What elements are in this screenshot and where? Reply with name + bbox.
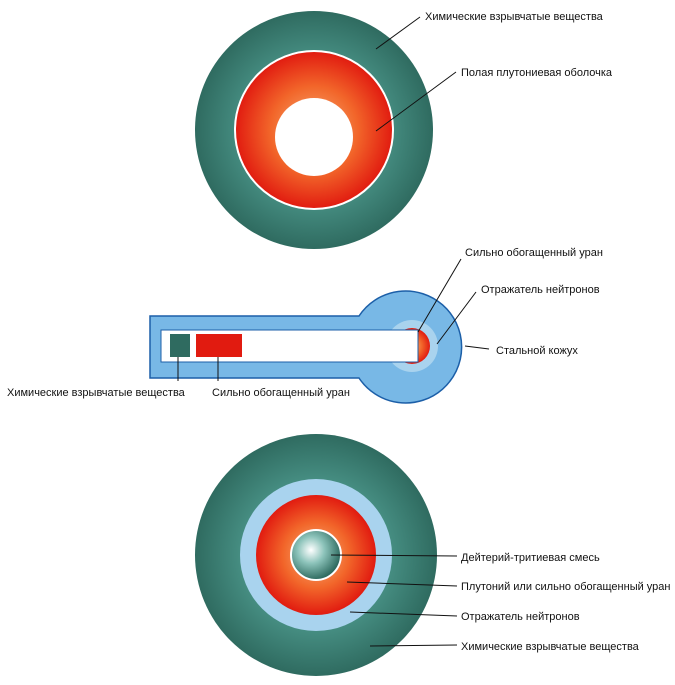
- d2-leader-reflector: [436, 291, 477, 345]
- d2-label-casing: Стальной кожух: [496, 345, 578, 357]
- d2-uranium-bullet: [196, 334, 242, 357]
- d2-label-reflector: Отражатель нейтронов: [481, 284, 600, 296]
- diagram2-gun-type: Сильно обогащенный уран Отражатель нейтр…: [7, 247, 603, 404]
- d1-hollow-center: [275, 98, 353, 176]
- d2-label-uranium-core: Сильно обогащенный уран: [465, 247, 603, 259]
- d1-leader-shell: [375, 71, 457, 132]
- d3-label-dt: Дейтерий-тритиевая смесь: [461, 552, 600, 564]
- d2-explosive-charge: [170, 334, 190, 357]
- d3-leader-explosives: [369, 644, 458, 647]
- d2-label-uranium-bullet: Сильно обогащенный уран: [212, 387, 350, 399]
- d3-leader-pu: [346, 581, 458, 587]
- d3-label-reflector: Отражатель нейтронов: [461, 611, 580, 623]
- d2-leader-uranium-core: [417, 258, 462, 333]
- diagram1-implosion: Химические взрывчатые вещества Полая плу…: [195, 11, 613, 249]
- d3-leader-dt: [330, 554, 458, 557]
- d1-label-shell: Полая плутониевая оболочка: [461, 67, 613, 79]
- d3-leader-reflector: [349, 611, 458, 617]
- d3-label-pu: Плутоний или сильно обогащенный уран: [461, 581, 671, 593]
- d2-leader-casing: [464, 345, 490, 350]
- d1-leader-explosives: [375, 16, 421, 50]
- diagram3-boosted: Дейтерий-тритиевая смесь Плутоний или си…: [195, 434, 671, 676]
- d2-label-explosives: Химические взрывчатые вещества: [7, 387, 186, 399]
- d3-label-explosives: Химические взрывчатые вещества: [461, 641, 640, 653]
- d1-label-explosives: Химические взрывчатые вещества: [425, 11, 604, 23]
